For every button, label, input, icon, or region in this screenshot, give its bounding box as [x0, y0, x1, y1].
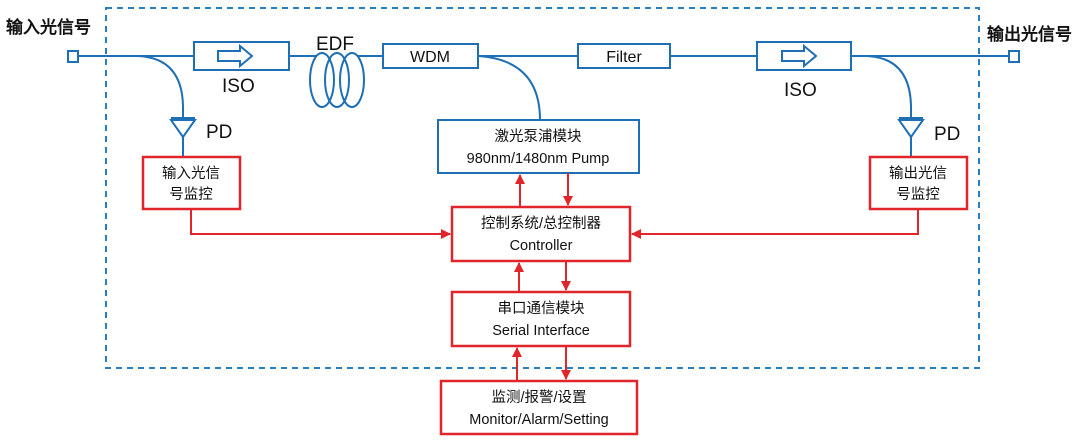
- pd-left-label: PD: [206, 122, 232, 143]
- output-monitor-line2: 号监控: [896, 186, 940, 203]
- input-port: [67, 50, 79, 63]
- input-monitor-line1: 输入光信: [162, 165, 220, 182]
- serial-label-en: Serial Interface: [492, 323, 590, 339]
- pump-label-cn: 激光泵浦模块: [495, 128, 582, 145]
- isolator-left: ISO: [193, 41, 290, 97]
- arrow-icon: [217, 43, 254, 69]
- controller-label-cn: 控制系统/总控制器: [481, 215, 602, 232]
- monitor-alarm-label-en: Monitor/Alarm/Setting: [469, 412, 608, 428]
- monitor-alarm-label-cn: 监测/报警/设置: [491, 389, 586, 406]
- output-monitor-box: 输出光信 号监控: [868, 155, 969, 211]
- arrow-icon: [781, 43, 818, 69]
- arrow-output-monitor-to-controller: [631, 209, 919, 239]
- control-arrows: [190, 173, 919, 381]
- output-port: [1008, 50, 1020, 63]
- filter-label: Filter: [606, 49, 642, 66]
- isolator-right-label: ISO: [784, 80, 817, 101]
- serial-label-cn: 串口通信模块: [498, 300, 585, 317]
- photodiode-right: PD: [897, 106, 960, 157]
- output-monitor-line1: 输出光信: [889, 165, 947, 182]
- pump-module: 激光泵浦模块 980nm/1480nm Pump: [437, 119, 640, 174]
- wdm-box: WDM: [382, 43, 479, 69]
- edf-coil: EDF: [309, 34, 365, 108]
- input-monitor-box: 输入光信 号监控: [141, 155, 242, 211]
- pump-label-en: 980nm/1480nm Pump: [467, 151, 610, 167]
- input-signal-label: 输入光信号: [6, 17, 91, 37]
- monitor-alarm-setting-box: 监测/报警/设置 Monitor/Alarm/Setting: [439, 379, 639, 436]
- isolator-right: ISO: [756, 41, 852, 101]
- isolator-left-label: ISO: [222, 76, 255, 97]
- output-signal-label: 输出光信号: [987, 24, 1072, 44]
- edf-label: EDF: [316, 34, 354, 55]
- serial-interface-box: 串口通信模块 Serial Interface: [450, 290, 632, 348]
- optical-taps: [137, 55, 912, 121]
- wdm-label: WDM: [410, 49, 450, 66]
- controller-box: 控制系统/总控制器 Controller: [450, 205, 632, 263]
- controller-label-en: Controller: [510, 238, 573, 254]
- filter-box: Filter: [577, 43, 671, 69]
- pd-right-label: PD: [934, 124, 960, 145]
- photodiode-left: PD: [169, 106, 232, 157]
- input-monitor-line2: 号监控: [169, 186, 213, 203]
- arrow-input-monitor-to-controller: [190, 209, 451, 239]
